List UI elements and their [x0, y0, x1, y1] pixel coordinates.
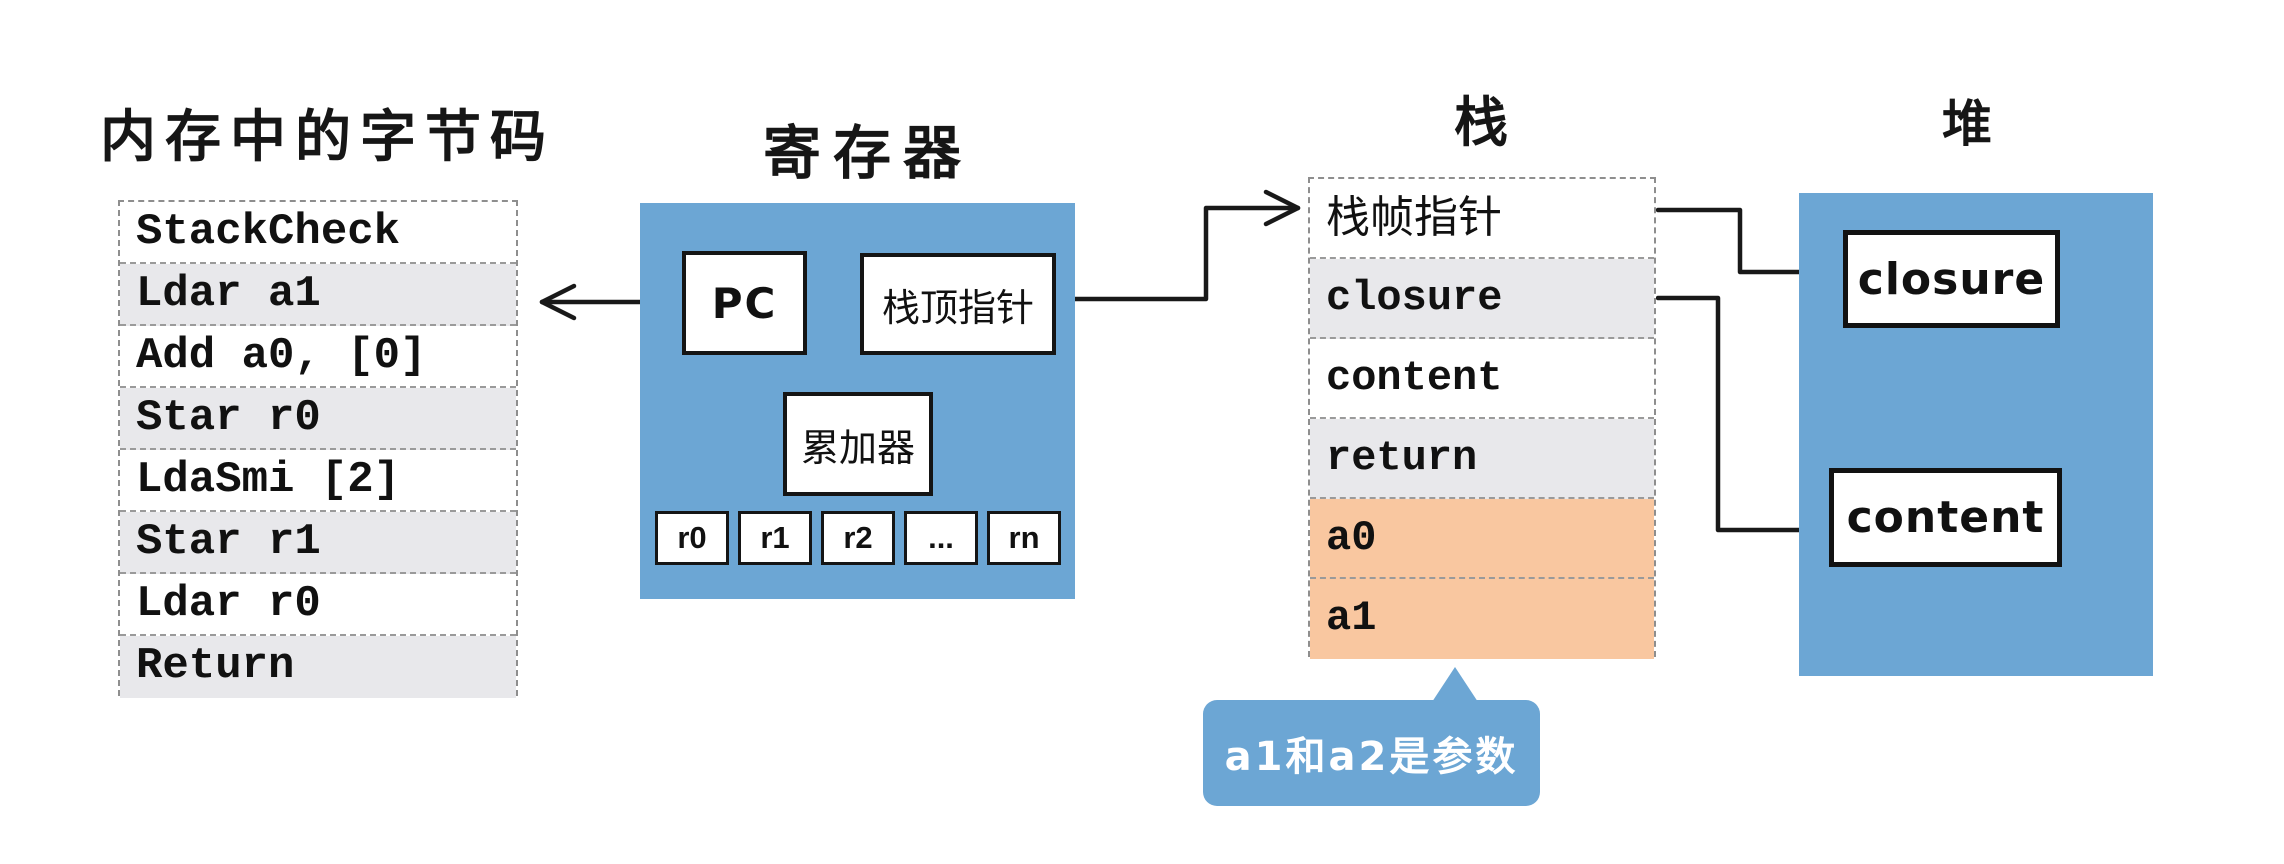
heap-title: 堆 — [1942, 95, 1992, 153]
register-panel: PC 栈顶指针 累加器 r0 r1 r2 ... rn — [640, 203, 1075, 599]
stack-row-a0: a0 — [1310, 499, 1654, 579]
stack-row-a1: a1 — [1310, 579, 1654, 659]
registers-title: 寄存器 — [763, 119, 974, 187]
stack-row-frame-pointer: 栈帧指针 — [1310, 179, 1654, 259]
heap-content-box: content — [1829, 468, 2062, 567]
stack-row-return: return — [1310, 419, 1654, 499]
register-cells: r0 r1 r2 ... rn — [655, 511, 1061, 565]
bytecode-row: Ldar r0 — [120, 574, 516, 636]
register-cell-r2: r2 — [821, 511, 895, 565]
stack-title: 栈 — [1454, 91, 1508, 154]
bytecode-list: StackCheck Ldar a1 Add a0, [0] Star r0 L… — [118, 200, 518, 698]
heap-closure-box: closure — [1843, 230, 2060, 328]
stacktop-to-stack-arrow — [1049, 189, 1301, 302]
register-cell-r1: r1 — [738, 511, 812, 565]
bytecode-row: StackCheck — [120, 202, 516, 264]
accumulator-box: 累加器 — [783, 392, 933, 496]
stack-row-closure: closure — [1310, 259, 1654, 339]
pc-register-box: PC — [682, 251, 807, 355]
bytecode-row: Star r0 — [120, 388, 516, 450]
stack-list: 栈帧指针 closure content return a0 a1 — [1308, 177, 1656, 659]
bytecode-row: LdaSmi [2] — [120, 450, 516, 512]
bytecode-row: Add a0, [0] — [120, 326, 516, 388]
bytecode-title: 内存中的字节码 — [100, 105, 555, 170]
stack-top-pointer-box: 栈顶指针 — [860, 253, 1056, 355]
heap-panel: closure content — [1799, 193, 2153, 676]
register-cell-r0: r0 — [655, 511, 729, 565]
bytecode-row: Return — [120, 636, 516, 698]
stack-row-content: content — [1310, 339, 1654, 419]
bytecode-row: Star r1 — [120, 512, 516, 574]
bytecode-row: Ldar a1 — [120, 264, 516, 326]
callout-bubble: a1和a2是参数 — [1203, 700, 1540, 806]
register-cell-ellipsis: ... — [904, 511, 978, 565]
callout-pointer-triangle — [1432, 667, 1478, 702]
register-cell-rn: rn — [987, 511, 1061, 565]
